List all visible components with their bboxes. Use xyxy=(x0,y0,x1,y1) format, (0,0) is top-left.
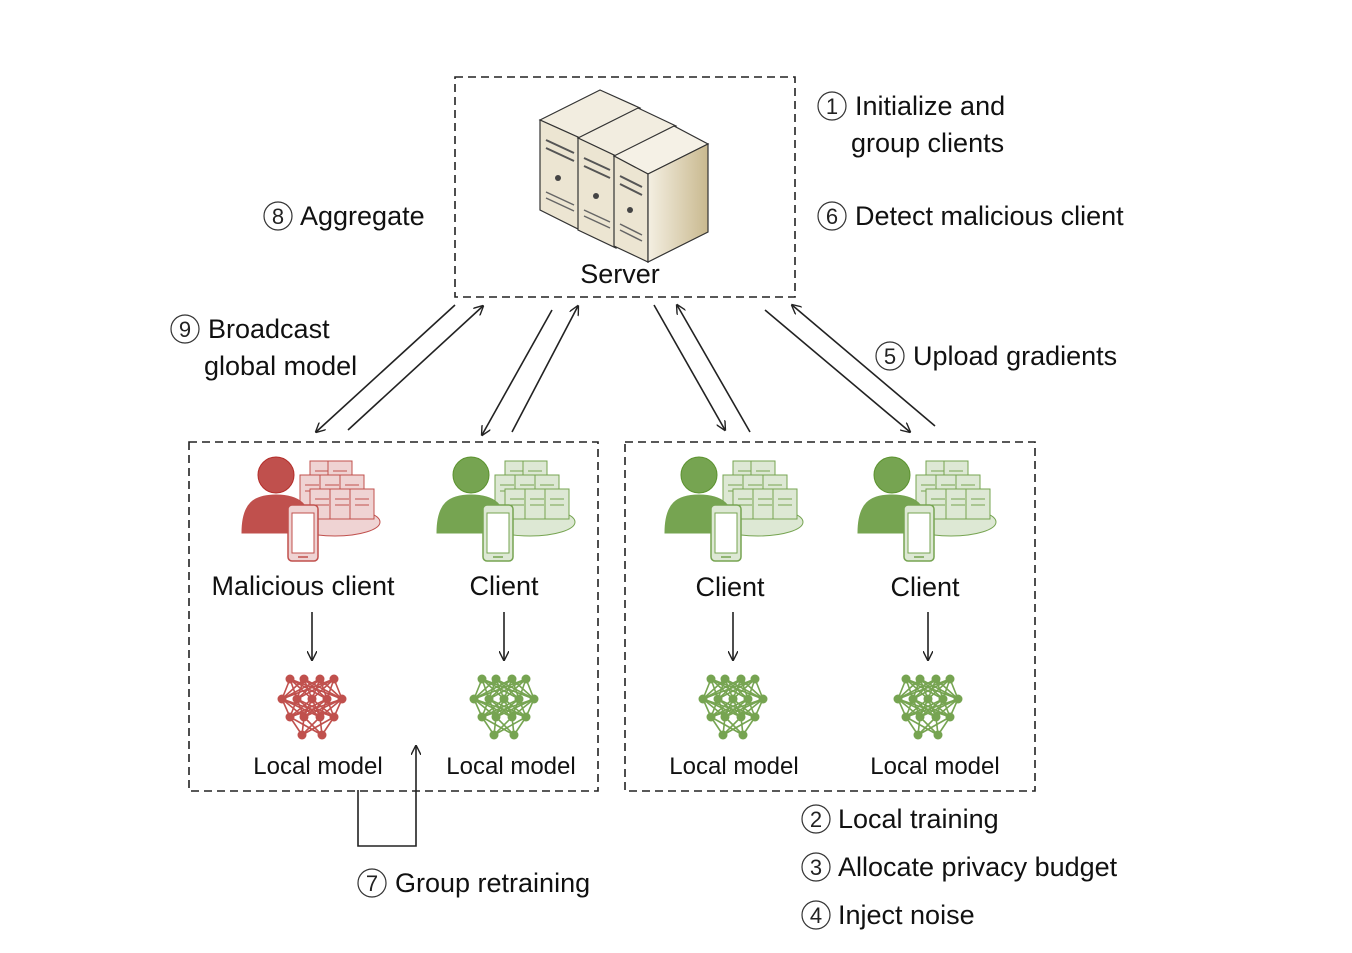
step-number: 4 xyxy=(810,903,822,928)
broadcast-arrow-4 xyxy=(764,309,910,432)
step-3: 3 Allocate privacy budget xyxy=(801,852,1118,882)
client-icon xyxy=(436,456,576,562)
step-number-circle xyxy=(357,868,387,898)
client-label: Client xyxy=(469,571,539,601)
broadcast-arrow-3 xyxy=(653,304,725,430)
neural-network-icon xyxy=(277,674,347,740)
step-number: 2 xyxy=(810,807,822,832)
neural-network-icon xyxy=(469,674,539,740)
step-1-line1: Initialize and xyxy=(855,91,1005,121)
step-number: 9 xyxy=(179,317,191,342)
step-number-circle xyxy=(263,201,293,231)
step-8-text: Aggregate xyxy=(300,201,425,231)
step-number: 5 xyxy=(884,344,896,369)
server-client-arrows xyxy=(316,304,936,435)
step-2: 2 Local training xyxy=(801,804,999,834)
step-number: 7 xyxy=(366,871,378,896)
client-label: Client xyxy=(890,572,960,602)
neural-network-icon xyxy=(698,674,768,740)
upload-arrow-1 xyxy=(347,306,483,431)
step-number: 6 xyxy=(826,204,838,229)
broadcast-arrow-2 xyxy=(482,309,553,435)
upload-arrow-4 xyxy=(792,305,936,427)
group-box-left xyxy=(188,441,599,792)
malicious-client-label: Malicious client xyxy=(211,571,395,601)
step-4-text: Inject noise xyxy=(838,900,975,930)
local-model-label: Local model xyxy=(446,753,575,780)
step-number: 1 xyxy=(826,94,838,119)
step-9-line1: Broadcast xyxy=(208,314,330,344)
client-label: Client xyxy=(695,572,765,602)
step-number-circle xyxy=(875,341,905,371)
server-label: Server xyxy=(580,259,660,289)
step-number-circle xyxy=(801,900,831,930)
client-icon xyxy=(664,456,804,562)
group-retraining-loop xyxy=(357,746,416,847)
step-number-circle xyxy=(801,804,831,834)
step-number: 8 xyxy=(272,204,284,229)
step-number-circle xyxy=(817,201,847,231)
step-number: 3 xyxy=(810,855,822,880)
upload-arrow-3 xyxy=(677,305,751,433)
local-model-label: Local model xyxy=(669,753,798,780)
step-6-text: Detect malicious client xyxy=(855,201,1124,231)
malicious-client-icon xyxy=(241,456,381,562)
broadcast-arrow-1 xyxy=(316,304,456,432)
local-model-label: Local model xyxy=(870,753,999,780)
retraining-arrow xyxy=(357,746,416,847)
step-8: 8 Aggregate xyxy=(263,201,425,231)
local-model-label: Local model xyxy=(253,753,382,780)
server-box xyxy=(454,76,796,298)
step-7: 7 Group retraining xyxy=(357,868,590,898)
step-1: 1 Initialize and group clients xyxy=(817,91,1005,158)
group-box-right xyxy=(624,441,1036,792)
step-number-circle xyxy=(170,314,200,344)
step-2-text: Local training xyxy=(838,804,999,834)
step-number-circle xyxy=(817,91,847,121)
step-1-line2: group clients xyxy=(851,128,1004,158)
neural-network-icon xyxy=(893,674,963,740)
upload-arrow-2 xyxy=(511,306,578,433)
step-4: 4 Inject noise xyxy=(801,900,975,930)
step-5-text: Upload gradients xyxy=(913,341,1117,371)
step-9-line2: global model xyxy=(204,351,357,381)
step-6: 6 Detect malicious client xyxy=(817,201,1124,231)
step-5: 5 Upload gradients xyxy=(875,341,1117,371)
step-9: 9 Broadcast global model xyxy=(170,314,357,381)
step-7-text: Group retraining xyxy=(395,868,590,898)
step-number-circle xyxy=(801,852,831,882)
client-icon xyxy=(857,456,997,562)
server-icon xyxy=(538,89,710,263)
step-3-text: Allocate privacy budget xyxy=(838,852,1118,882)
